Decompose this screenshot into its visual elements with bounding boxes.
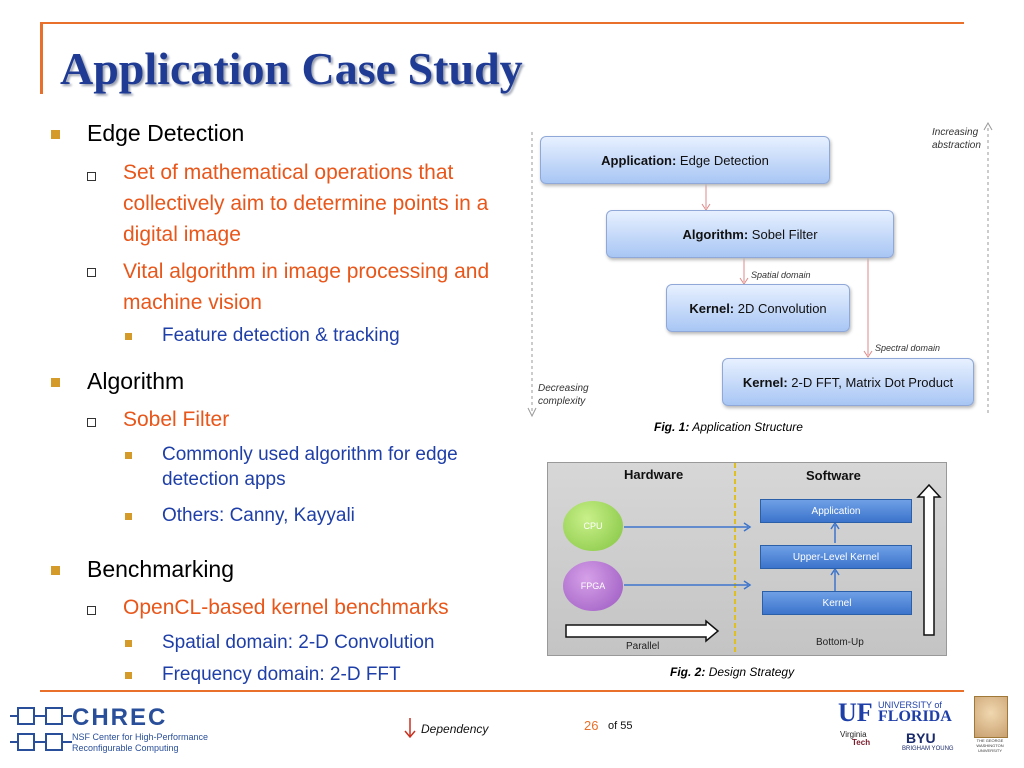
label-decreasing-complexity: Decreasing complexity: [538, 383, 589, 407]
fpga-node: FPGA: [563, 561, 623, 611]
box-algorithm: Algorithm: Sobel Filter: [606, 210, 894, 258]
bullet-marker: [125, 672, 132, 679]
chrec-subtitle-1: NSF Center for High-Performance: [72, 732, 209, 742]
box-label: Edge Detection: [679, 152, 769, 168]
bullet-frequency: Frequency domain: 2-D FFT: [162, 664, 401, 685]
chrec-wordmark: CHREC: [72, 704, 168, 731]
bullet-algorithm: Algorithm: [87, 368, 185, 394]
top-rule: [40, 22, 964, 24]
bullet-marker: [87, 418, 96, 427]
chrec-logo: CHREC NSF Center for High-Performance Re…: [8, 700, 238, 760]
gw-portrait: [974, 696, 1008, 738]
label-software: Software: [806, 468, 861, 483]
bullet-others: Others: Canny, Kayyali: [162, 505, 355, 526]
slide-title: Application Case Study: [60, 43, 523, 94]
figure-design-strategy: Hardware Software CPU FPGA Application U…: [547, 462, 947, 656]
cpu-node: CPU: [563, 501, 623, 551]
bullet-marker: [51, 130, 60, 139]
bullet-marker: [87, 606, 96, 615]
vt-logo-line2: Tech: [852, 738, 871, 747]
bullet-benchmarking: Benchmarking: [87, 556, 235, 582]
label-spatial-domain: Spatial domain: [751, 270, 811, 280]
figure-application-structure: Application: Edge Detection Algorithm: S…: [522, 122, 998, 422]
bullet-marker: [51, 566, 60, 575]
dependency-legend: Dependency: [421, 722, 489, 736]
bullet-edge-sub1: Set of mathematical operations that coll…: [123, 161, 489, 246]
caption-bold: Fig. 1:: [654, 420, 690, 434]
bullet-edge-detection: Edge Detection: [87, 120, 245, 146]
bullet-feature-detection: Feature detection & tracking: [162, 325, 400, 346]
vt-logo-line1: Virginia: [840, 730, 867, 739]
caption-bold: Fig. 2:: [670, 665, 706, 679]
box-kernel-convolution: Kernel: 2D Convolution: [666, 284, 850, 332]
software-upper-kernel-box: Upper-Level Kernel: [760, 545, 912, 569]
byu-subtitle: BRIGHAM YOUNG: [902, 746, 954, 752]
uf-university: UNIVERSITY of: [878, 700, 942, 710]
figure2-connectors: [565, 463, 942, 655]
box-kernel-fft: Kernel: 2-D FFT, Matrix Dot Product: [722, 358, 974, 406]
dependency-arrow-icon: [404, 718, 416, 739]
box-label: Sobel Filter: [751, 226, 818, 242]
box-label: 2D Convolution: [737, 300, 827, 316]
box-label-bold: Kernel:: [742, 374, 788, 390]
box-label-bold: Algorithm:: [682, 226, 749, 242]
box-label-bold: Application:: [601, 152, 677, 168]
bullet-marker: [125, 333, 132, 340]
bullet-marker: [87, 172, 96, 181]
uf-florida: FLORIDA: [878, 708, 952, 725]
bullet-edge-sub2: Vital algorithm in image processing and …: [123, 260, 490, 314]
bullet-sobel: Sobel Filter: [123, 408, 230, 431]
chrec-logo-mark: [10, 707, 72, 751]
label-hardware: Hardware: [624, 467, 684, 482]
bullet-marker: [87, 268, 96, 277]
caption-text: Application Structure: [692, 420, 803, 434]
gw-logo: THE GEORGE WASHINGTON UNIVERSITY: [972, 696, 1008, 764]
bullet-opencl: OpenCL-based kernel benchmarks: [123, 596, 449, 619]
byu-logo: BYU: [906, 730, 936, 746]
box-label: 2-D FFT, Matrix Dot Product: [791, 374, 954, 390]
label-bottom-up: Bottom-Up: [816, 637, 864, 648]
bullet-spatial: Spatial domain: 2-D Convolution: [162, 632, 435, 653]
software-kernel-box: Kernel: [762, 591, 912, 615]
footer-rule: [40, 690, 964, 692]
bullet-marker: [125, 513, 132, 520]
label-increasing-abstraction: Increasing abstraction: [932, 127, 981, 151]
label-spectral-domain: Spectral domain: [875, 343, 941, 353]
label-parallel: Parallel: [626, 641, 660, 652]
bullet-marker: [125, 640, 132, 647]
partner-logos: UF UNIVERSITY of FLORIDA Virginia Tech B…: [838, 698, 968, 764]
box-label-bold: Kernel:: [689, 300, 735, 316]
figure2-caption: Fig. 2: Design Strategy: [670, 665, 794, 679]
left-rule: [40, 22, 43, 94]
figure1-connectors: [527, 122, 993, 418]
software-application-box: Application: [760, 499, 912, 523]
uf-logo: UF: [838, 698, 873, 727]
box-application: Application: Edge Detection: [540, 136, 830, 184]
gw-text: THE GEORGE WASHINGTON UNIVERSITY: [976, 738, 1004, 753]
figure1-caption: Fig. 1: Application Structure: [654, 420, 803, 434]
page-number: 26: [584, 718, 599, 733]
bullet-marker: [51, 378, 60, 387]
bullet-common-algo: Commonly used algorithm for edge detecti…: [162, 444, 458, 490]
caption-text: Design Strategy: [708, 665, 795, 679]
page-total: of 55: [608, 720, 633, 732]
chrec-subtitle-2: Reconfigurable Computing: [72, 743, 179, 753]
bullet-marker: [125, 452, 132, 459]
